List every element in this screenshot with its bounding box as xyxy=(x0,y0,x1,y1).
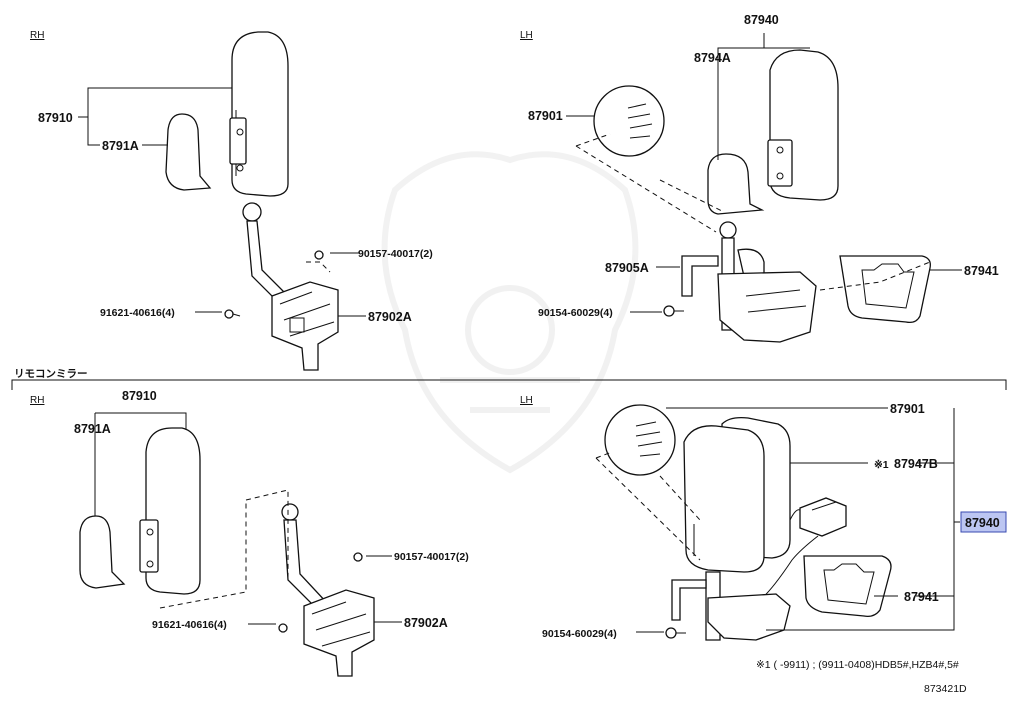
bottom-section-frame xyxy=(11,379,1007,390)
bottom-rh-ball-joint xyxy=(281,503,299,521)
top-lh-mirror-glass-label: 87901 xyxy=(528,109,563,123)
top-rh-cover xyxy=(165,113,212,191)
bottom-lh-bolt-label: 90154-60029(4) xyxy=(542,628,617,640)
bottom-lh-mirror-glass-label: 87901 xyxy=(890,402,925,416)
bottom-rh-bracket-label: 87902A xyxy=(404,616,448,630)
top-lh-label: LH xyxy=(520,30,533,41)
bottom-lh-mirror-sub-label: 87947B xyxy=(894,457,938,471)
bottom-rh-cover-label: 8791A xyxy=(74,422,111,436)
bottom-rh-label: RH xyxy=(30,395,44,406)
top-lh-bolt-label: 90154-60029(4) xyxy=(538,307,613,319)
top-rh-bolt-icon xyxy=(224,309,234,319)
bottom-lh-gasket xyxy=(803,555,892,618)
footnote: ※1 ( -9911) ; (9911-0408)HDB5#,HZB4#,5# xyxy=(756,659,959,671)
bottom-lh-label: LH xyxy=(520,395,533,406)
bottom-lh-bolt-icon xyxy=(665,627,677,639)
top-rh-screw-icon xyxy=(314,250,324,260)
top-lh-cover-label: 8794A xyxy=(694,51,731,65)
bottom-lh-mark: ※1 xyxy=(874,459,889,471)
top-rh-cover-label: 8791A xyxy=(102,139,139,153)
top-lh-base xyxy=(717,271,817,343)
top-lh-bolt-icon xyxy=(663,305,675,317)
bottom-rh-bracket xyxy=(303,589,375,677)
top-rh-screw-label: 90157-40017(2) xyxy=(358,248,433,260)
top-rh-bolt-label: 91621-40616(4) xyxy=(100,307,175,319)
top-rh-bracket-label: 87902A xyxy=(368,310,412,324)
bottom-lh-connector xyxy=(799,497,847,537)
top-rh-bracket xyxy=(271,281,339,371)
top-rh-label: RH xyxy=(30,30,44,41)
bottom-lh-mirror-assy-label[interactable]: 87940 xyxy=(965,516,1000,530)
bottom-lh-gasket-label: 87941 xyxy=(904,590,939,604)
top-lh-ball-joint xyxy=(719,221,737,239)
bottom-rh-bolt-icon xyxy=(278,623,288,633)
bottom-lh-mirror-assy-highlight[interactable] xyxy=(960,511,1007,533)
top-lh-cover xyxy=(707,153,765,215)
bottom-rh-screw-icon xyxy=(353,552,363,562)
bottom-lh-mirror-glass xyxy=(604,404,676,476)
top-rh-ball-joint xyxy=(242,202,262,222)
diagram-code: 873421D xyxy=(924,683,967,695)
bottom-lh-mirror-front xyxy=(683,425,765,573)
top-lh-mirror-assy-label: 87940 xyxy=(744,13,779,27)
top-lh-gasket-label: 87941 xyxy=(964,264,999,278)
top-lh-gasket xyxy=(839,255,931,324)
top-rh-mirror-assy-label: 87910 xyxy=(38,111,73,125)
top-lh-mirror-glass xyxy=(593,85,665,157)
bottom-rh-cover xyxy=(79,515,126,589)
bottom-rh-mirror-head xyxy=(145,427,201,595)
top-lh-stay-label: 87905A xyxy=(605,261,649,275)
bottom-section-header: リモコンミラー xyxy=(14,368,88,380)
bottom-rh-screw-label: 90157-40017(2) xyxy=(394,551,469,563)
bottom-rh-mirror-assy-label: 87910 xyxy=(122,389,157,403)
bottom-rh-bolt-label: 91621-40616(4) xyxy=(152,619,227,631)
bottom-lh-base xyxy=(707,593,791,641)
